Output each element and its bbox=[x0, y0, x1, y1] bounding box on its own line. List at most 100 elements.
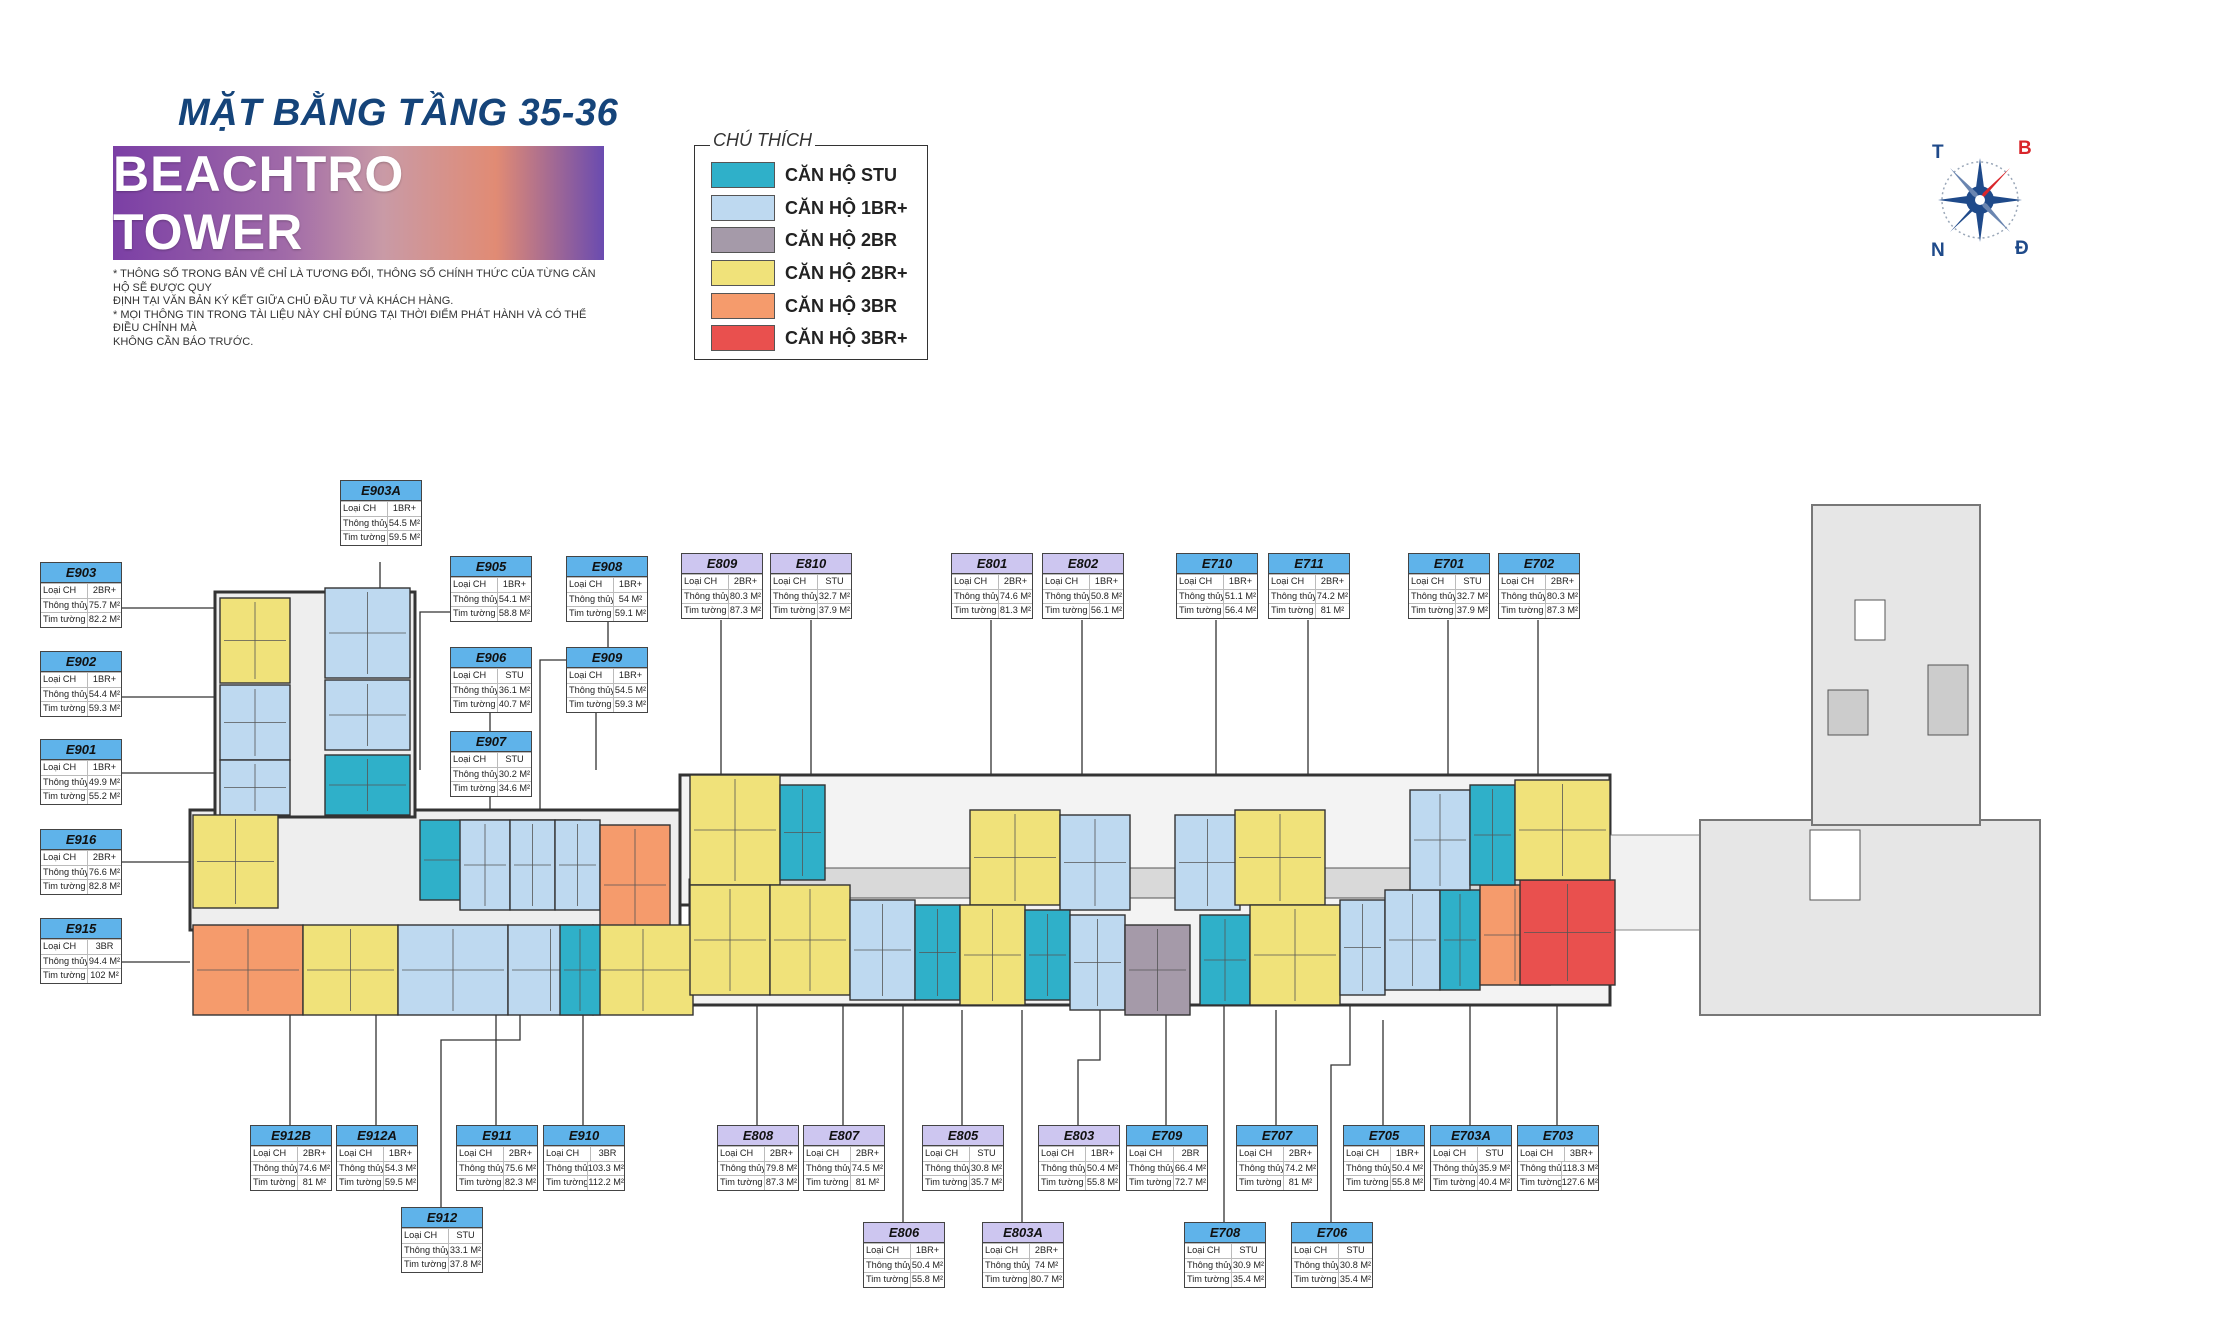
atrium-grid bbox=[1927, 664, 1969, 736]
room-partition bbox=[197, 819, 274, 904]
legend-label: CĂN HỘ 3BR bbox=[785, 295, 898, 316]
unit-card-label: Thông thủy bbox=[402, 1243, 449, 1257]
unit-card-id: E801 bbox=[952, 554, 1032, 574]
unit-card-label: Loại CH bbox=[1344, 1147, 1391, 1161]
unit-type: 2BR+ bbox=[508, 1148, 533, 1158]
unit-card-label: Loại CH bbox=[952, 575, 999, 589]
unit-card-id: E810 bbox=[771, 554, 851, 574]
unit-net-area: 79.8 M² bbox=[765, 1162, 798, 1173]
unit-card-label: Tim tường bbox=[1237, 1176, 1284, 1190]
unit-card-label: Tim tường bbox=[451, 607, 498, 621]
unit-card-label: Thông thủy bbox=[1409, 589, 1456, 603]
unit-type: 1BR+ bbox=[388, 1148, 413, 1158]
unit-type: 1BR+ bbox=[92, 674, 117, 684]
unit-gross-area: 40.7 M² bbox=[498, 699, 531, 709]
unit-card-id: E803 bbox=[1039, 1126, 1119, 1146]
unit-card-id: E908 bbox=[567, 557, 647, 577]
unit-type: STU bbox=[825, 576, 844, 586]
unit-card-label: Tim tường bbox=[923, 1176, 970, 1190]
leader-line bbox=[440, 1000, 521, 1207]
unit-card-label: Thông thủy bbox=[1177, 589, 1224, 603]
unit-card-id: E707 bbox=[1237, 1126, 1317, 1146]
unit-card-id: E809 bbox=[682, 554, 762, 574]
unit-card-label: Loại CH bbox=[457, 1147, 504, 1161]
unit-card-label: Tim tường bbox=[567, 607, 614, 621]
unit-net-area: 76.6 M² bbox=[88, 866, 121, 877]
unit-card-id: E701 bbox=[1409, 554, 1489, 574]
unit-type: 1BR+ bbox=[92, 762, 117, 772]
unit-gross-area: 81 M² bbox=[855, 1177, 880, 1187]
unit-card-label: Loại CH bbox=[682, 575, 729, 589]
room-partition bbox=[1239, 814, 1321, 901]
unit-card-label: Tim tường bbox=[1269, 604, 1316, 618]
unit-gross-area: 59.5 M² bbox=[384, 1177, 417, 1187]
unit-card-id: E912A bbox=[337, 1126, 417, 1146]
room-partition bbox=[1064, 819, 1126, 906]
unit-card-label: Thông thủy bbox=[1344, 1161, 1391, 1175]
unit-card-label: Tim tường bbox=[1177, 604, 1224, 618]
unit-card-label: Loại CH bbox=[337, 1147, 384, 1161]
unit-type: 2BR+ bbox=[733, 576, 758, 586]
room-partition bbox=[604, 829, 666, 941]
unit-card-label: Tim tường bbox=[341, 531, 388, 545]
unit-card-label: Thông thủy bbox=[41, 954, 88, 968]
unit-net-area: 49.9 M² bbox=[88, 776, 121, 787]
unit-card-label: Thông thủy bbox=[451, 683, 498, 697]
unit-card-label: Tim tường bbox=[457, 1176, 504, 1190]
unit-card-label: Thông thủy bbox=[1269, 589, 1316, 603]
unit-card-label: Tim tường bbox=[1039, 1176, 1086, 1190]
